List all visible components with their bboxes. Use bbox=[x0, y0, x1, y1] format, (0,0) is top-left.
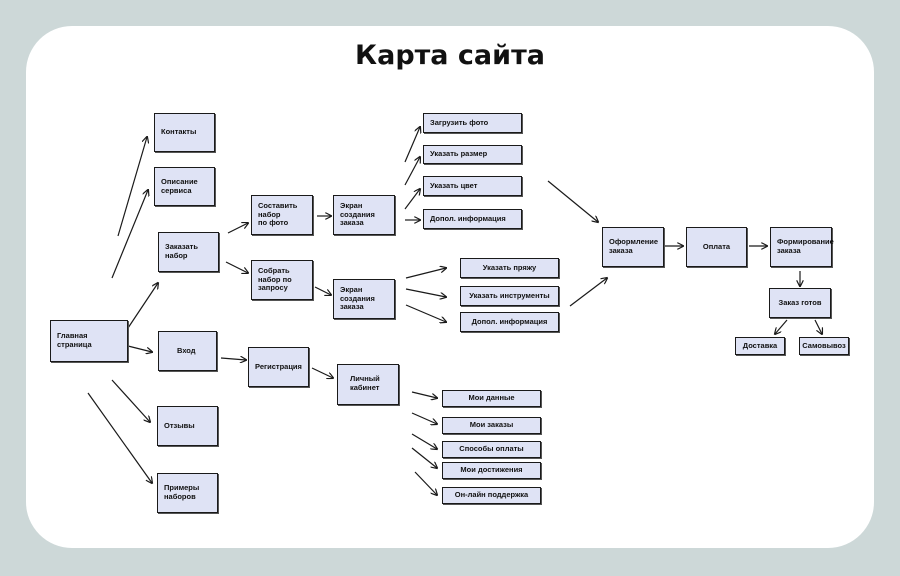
edge-screen1-color bbox=[404, 189, 420, 210]
node-service[interactable]: Описание сервиса bbox=[154, 167, 215, 206]
node-upload-photo[interactable]: Загрузить фото bbox=[423, 113, 522, 133]
node-checkout[interactable]: Оформление заказа bbox=[602, 227, 664, 267]
node-login[interactable]: Вход bbox=[158, 331, 217, 371]
page-title: Карта сайта bbox=[355, 40, 545, 71]
node-yarn[interactable]: Указать пряжу bbox=[460, 258, 559, 278]
edge-home-contacts bbox=[117, 137, 147, 237]
node-registration[interactable]: Регистрация bbox=[248, 347, 309, 387]
node-my-data[interactable]: Мои данные bbox=[442, 390, 541, 407]
edge-home-reviews bbox=[111, 379, 150, 422]
edge-request-screen2 bbox=[314, 286, 331, 295]
node-order-kit[interactable]: Заказать набор bbox=[158, 232, 219, 272]
edge-cabinet-mydata bbox=[411, 391, 437, 398]
node-forming[interactable]: Формирование заказа bbox=[770, 227, 834, 267]
edge-home-order bbox=[127, 283, 158, 329]
edge-screen2-yarn bbox=[405, 268, 446, 279]
node-size[interactable]: Указать размер bbox=[423, 145, 522, 164]
node-ready[interactable]: Заказ готов bbox=[769, 288, 831, 318]
node-examples[interactable]: Примеры наборов bbox=[157, 473, 218, 513]
node-home[interactable]: Главная страница bbox=[50, 320, 128, 362]
edge-color-checkout bbox=[547, 180, 598, 222]
edge-order-photo bbox=[227, 223, 248, 234]
node-pickup[interactable]: Самовывоз bbox=[799, 337, 849, 355]
node-payment[interactable]: Оплата bbox=[686, 227, 747, 267]
node-order-screen-2[interactable]: Экран создания заказа bbox=[333, 279, 395, 319]
node-delivery[interactable]: Доставка bbox=[735, 337, 785, 355]
edge-screen2-extra bbox=[405, 304, 446, 322]
node-payment-methods[interactable]: Способы оплаты bbox=[442, 441, 541, 458]
edge-home-examples bbox=[87, 392, 152, 483]
node-extra-info-1[interactable]: Допол. информация bbox=[423, 209, 522, 229]
edge-ready-pickup bbox=[814, 319, 822, 334]
edge-cabinet-payment bbox=[411, 433, 437, 449]
edge-cabinet-myorders bbox=[411, 412, 437, 424]
node-achievements[interactable]: Мои достижения bbox=[442, 462, 541, 479]
edge-login-registration bbox=[220, 358, 246, 360]
edge-cabinet-achievements bbox=[411, 447, 437, 468]
edge-screen1-upload bbox=[404, 127, 420, 163]
node-order-screen-1[interactable]: Экран создания заказа bbox=[333, 195, 395, 235]
edge-screen1-size bbox=[404, 157, 420, 186]
edge-tools-checkout bbox=[569, 278, 607, 307]
node-compose-request[interactable]: Собрать набор по запросу bbox=[251, 260, 313, 300]
edge-screen2-tools bbox=[405, 288, 446, 297]
edge-registration-cabinet bbox=[311, 367, 333, 378]
edge-home-service bbox=[111, 190, 148, 279]
node-contacts[interactable]: Контакты bbox=[154, 113, 215, 152]
node-reviews[interactable]: Отзывы bbox=[157, 406, 218, 446]
node-compose-photo[interactable]: Составить набор по фото bbox=[251, 195, 313, 235]
node-color[interactable]: Указать цвет bbox=[423, 176, 522, 196]
edge-home-login bbox=[127, 345, 152, 352]
edge-ready-delivery bbox=[775, 319, 788, 334]
node-tools[interactable]: Указать инструменты bbox=[460, 286, 559, 306]
node-support[interactable]: Он-лайн поддержка bbox=[442, 487, 541, 504]
node-extra-info-2[interactable]: Допол. информация bbox=[460, 312, 559, 332]
node-my-orders[interactable]: Мои заказы bbox=[442, 417, 541, 434]
node-cabinet[interactable]: Личный кабинет bbox=[337, 364, 399, 405]
edge-cabinet-support bbox=[414, 471, 437, 495]
edge-order-request bbox=[225, 261, 248, 273]
